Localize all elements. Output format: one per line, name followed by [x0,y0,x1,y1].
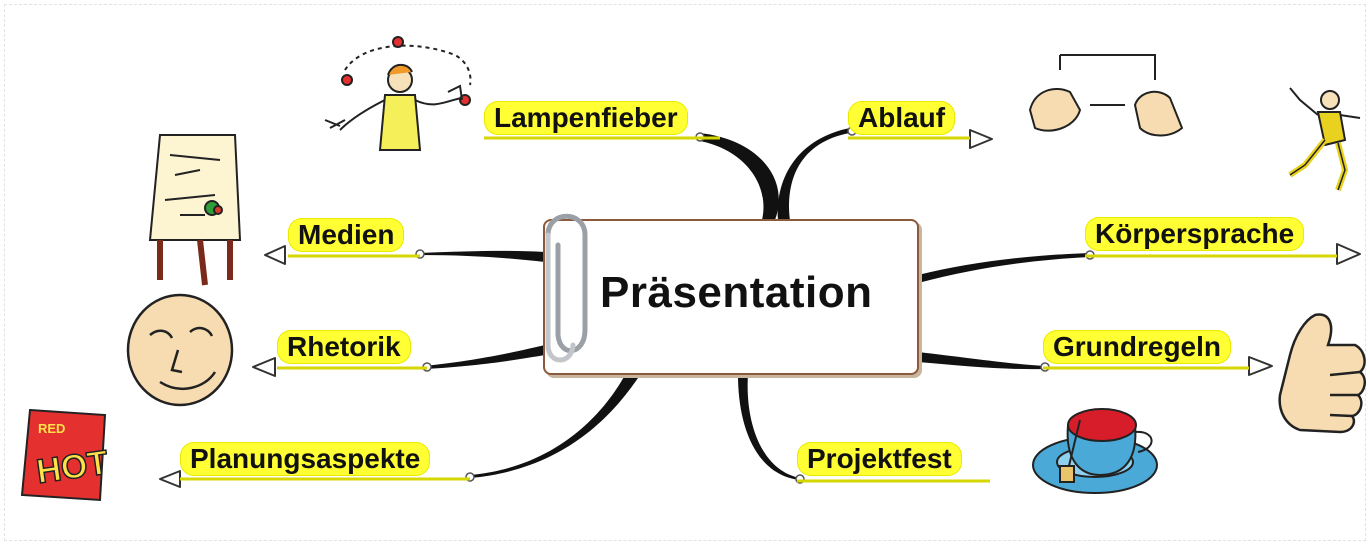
thumbs-up-icon [1278,313,1366,434]
hands-icon [1028,54,1184,137]
juggler-icon [324,36,472,151]
flipchart-icon [148,134,242,286]
topic-grundregeln[interactable]: Grundregeln [1043,330,1232,364]
branch-medien [420,250,545,262]
branch-ablauf [777,128,850,220]
hot-sign-small-label: RED [38,421,65,436]
branch-rhetorik [425,345,545,369]
topic-planungsaspekte[interactable]: Planungsaspekte [180,442,431,476]
branch-grundregeln [918,352,1045,370]
arrow-icon [264,245,286,265]
face-icon [126,293,234,407]
branch-planungsaspekte [470,375,640,478]
arrow-icon [1336,243,1361,265]
central-topic-box[interactable] [543,219,919,375]
paperclip-icon [545,213,588,363]
topic-medien[interactable]: Medien [288,218,405,252]
branch-projektfest [738,375,800,480]
branch-koerpersprache [918,253,1090,283]
hot-sign-icon: HOT RED [20,408,111,502]
topic-koerpersprache[interactable]: Körpersprache [1085,217,1305,251]
running-man-icon [1288,87,1361,191]
central-topic-label: Präsentation [600,268,873,317]
topic-projektfest[interactable]: Projektfest [797,442,962,476]
topic-ablauf[interactable]: Ablauf [848,101,956,135]
topic-lampenfieber[interactable]: Lampenfieber [484,101,688,135]
topic-rhetorik[interactable]: Rhetorik [277,330,411,364]
arrow-icon [1248,356,1273,376]
teacup-icon [1032,408,1158,494]
arrow-icon [252,357,276,377]
branch-lampenfieber [700,133,779,220]
